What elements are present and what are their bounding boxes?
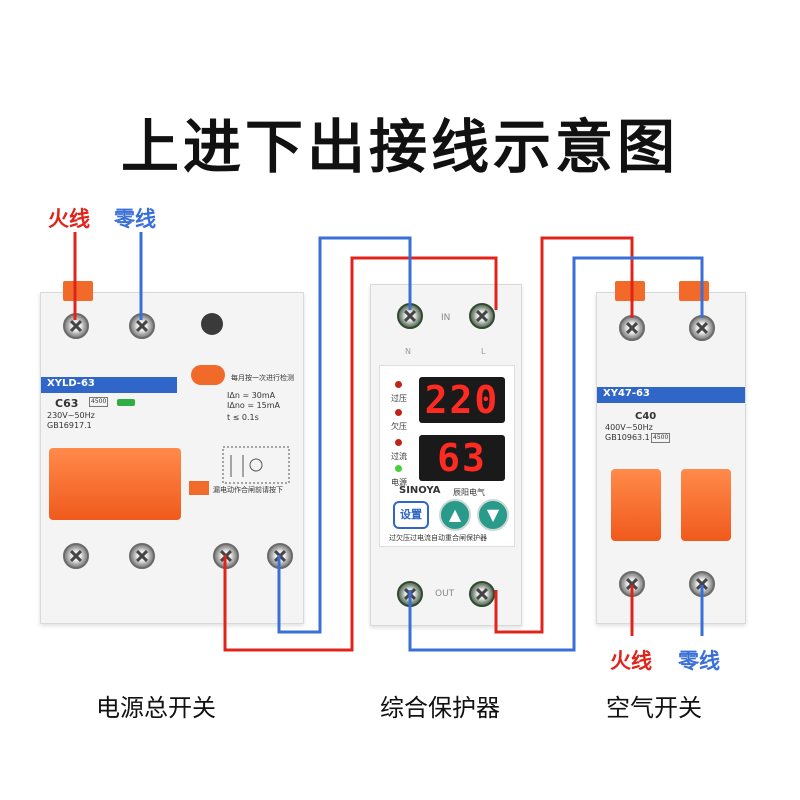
protector-brand: SINOYA <box>399 485 441 496</box>
main-switch-time: t ≤ 0.1s <box>227 413 259 422</box>
neutral-label-left: 零线 <box>114 207 156 231</box>
protector: IN N L 过压 欠压 过流 电源 220 63 SINOYA 辰阳电气 设置… <box>370 284 522 626</box>
main-to-protector-neutral <box>277 236 412 634</box>
protector-brand-cn: 辰阳电气 <box>453 488 485 497</box>
under-voltage-led <box>395 409 402 416</box>
air-switch: XY47-63 C40 400V~50Hz GB10963.1 4500 <box>596 281 746 624</box>
reset-indicator <box>189 481 209 495</box>
main-switch-bottom-neutral-out <box>267 543 293 569</box>
protector-out-label: OUT <box>435 589 455 599</box>
air-switch-handle-left[interactable] <box>611 469 661 541</box>
caption-protector: 综合保护器 <box>380 694 500 722</box>
main-switch-handle[interactable] <box>49 448 181 520</box>
caption-air-switch: 空气开关 <box>606 694 702 722</box>
under-voltage-label: 欠压 <box>391 422 407 431</box>
down-button[interactable]: ▼ <box>477 499 509 531</box>
main-switch: XYLD-63 C63 4500 230V~50Hz GB16917.1 每月按… <box>40 281 304 624</box>
main-switch-model-bar: XYLD-63 <box>41 377 177 393</box>
protector-product-name: 过欠压过电流自动重合闸保护器 <box>389 534 487 542</box>
neutral-label-right: 零线 <box>678 649 720 673</box>
up-button[interactable]: ▲ <box>439 499 471 531</box>
main-switch-bottom-terminal-1 <box>63 543 89 569</box>
over-voltage-label: 过压 <box>391 394 407 403</box>
air-switch-capacity: 4500 <box>651 433 671 443</box>
air-switch-handle-right[interactable] <box>681 469 731 541</box>
main-switch-rating: C63 <box>55 397 79 410</box>
protector-l-label: L <box>481 347 486 356</box>
test-button[interactable] <box>191 365 225 385</box>
main-switch-test-window <box>201 313 223 335</box>
protector-to-air-neutral <box>408 256 704 652</box>
main-switch-leak2: IΔno = 15mA <box>227 401 281 410</box>
caption-main-switch: 电源总开关 <box>96 694 216 722</box>
main-switch-indicator <box>117 399 135 406</box>
protector-in-label: IN <box>441 313 451 323</box>
live-label-left: 火线 <box>48 207 90 231</box>
over-current-label: 过流 <box>391 452 407 461</box>
main-switch-bottom-note: 漏电动作合闸前请按下 <box>213 486 283 494</box>
air-switch-spec1: 400V~50Hz <box>605 423 653 432</box>
power-label: 电源 <box>391 478 407 487</box>
over-current-led <box>395 439 402 446</box>
main-switch-bottom-terminal-2 <box>129 543 155 569</box>
main-switch-capacity: 4500 <box>89 397 109 407</box>
protector-out-l-terminal <box>469 581 495 607</box>
set-button[interactable]: 设置 <box>393 501 429 529</box>
main-switch-leak1: IΔn = 30mA <box>227 391 276 400</box>
voltage-display: 220 <box>419 377 505 423</box>
page-title: 上进下出接线示意图 <box>120 113 679 181</box>
protector-n-label: N <box>405 347 411 356</box>
main-to-protector-live <box>223 256 498 652</box>
air-switch-model-bar: XY47-63 <box>597 387 745 403</box>
circuit-symbol <box>222 446 290 484</box>
main-switch-spec2: GB16917.1 <box>47 421 92 430</box>
live-label-right: 火线 <box>610 649 652 673</box>
air-switch-spec2: GB10963.1 <box>605 433 650 442</box>
protector-to-air-live <box>494 236 634 634</box>
protector-in-l-terminal <box>469 303 495 329</box>
over-voltage-led <box>395 381 402 388</box>
main-switch-spec1: 230V~50Hz <box>47 411 95 420</box>
air-switch-rating: C40 <box>635 411 657 422</box>
current-display: 63 <box>419 435 505 481</box>
main-switch-test-note: 每月按一次进行检测 <box>231 374 294 382</box>
power-led <box>395 465 402 472</box>
